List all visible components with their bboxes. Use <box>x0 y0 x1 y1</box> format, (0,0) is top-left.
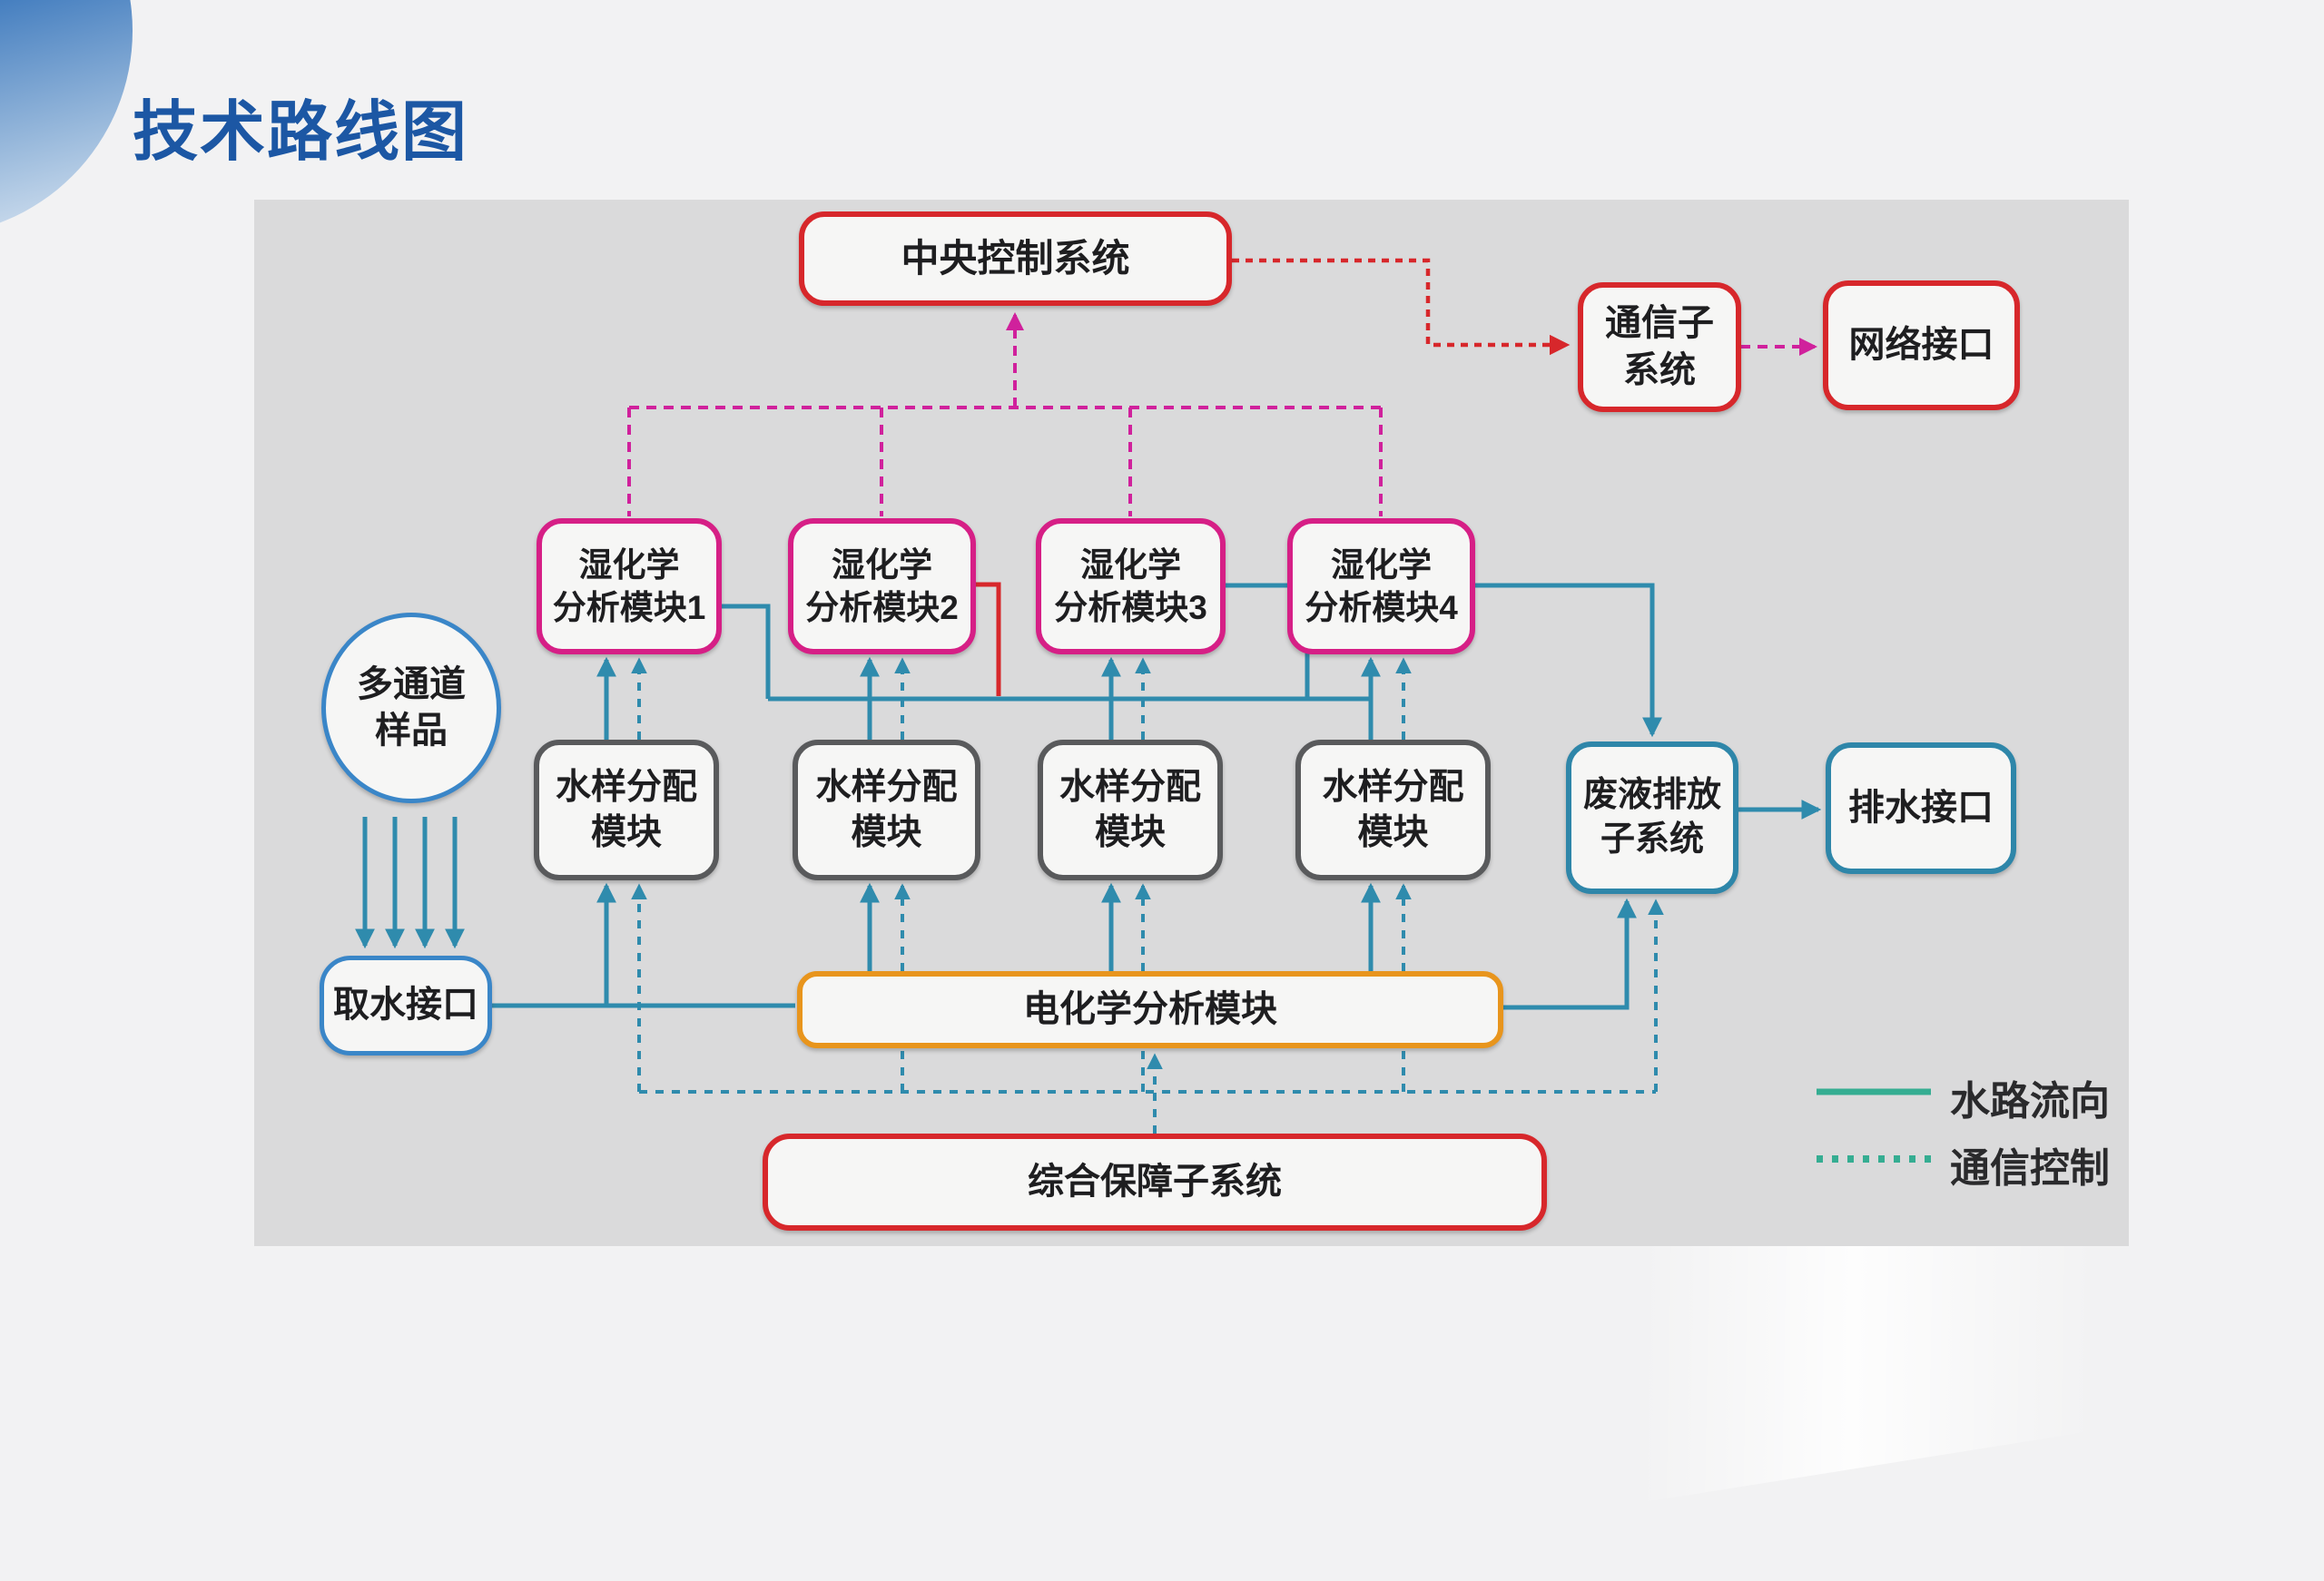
node-label-line1: 水样分配 <box>555 767 697 807</box>
node-label-line1: 水样分配 <box>1322 767 1464 807</box>
node-label-line2: 分析模块1 <box>552 589 706 626</box>
diagram-panel <box>254 200 2129 1246</box>
node-central-control-system: 中央控制系统 <box>799 211 1232 306</box>
node-label-line2: 分析模块2 <box>805 589 959 626</box>
node-label-line2: 分析模块3 <box>1054 589 1207 626</box>
node-sample-distribution-module-2: 水样分配 模块 <box>793 740 980 880</box>
node-wet-chemistry-module-1: 湿化学 分析模块1 <box>537 518 722 654</box>
node-label-line1: 湿化学 <box>578 545 680 584</box>
legend-label-comm-control: 通信控制 <box>1950 1146 2110 1191</box>
node-label-line2: 模块 <box>590 812 662 852</box>
node-label-line2: 系统 <box>1623 349 1696 390</box>
node-label: 排水接口 <box>1848 787 1994 828</box>
node-waste-discharge-subsystem: 废液排放 子系统 <box>1566 741 1738 894</box>
node-label-line1: 湿化学 <box>1331 545 1432 584</box>
node-label-line2: 样品 <box>375 711 448 751</box>
node-label-line1: 水样分配 <box>1059 767 1201 807</box>
node-label-line2: 分析模块4 <box>1305 589 1458 626</box>
node-communication-subsystem: 通信子 系统 <box>1578 282 1741 412</box>
corner-decoration-circle <box>0 0 133 236</box>
node-sample-distribution-module-1: 水样分配 模块 <box>534 740 719 880</box>
node-label: 取水接口 <box>333 985 478 1026</box>
node-label-line1: 湿化学 <box>832 545 932 584</box>
node-drain-interface: 排水接口 <box>1826 742 2016 874</box>
node-label-line2: 模块 <box>1357 812 1429 852</box>
node-sample-distribution-module-3: 水样分配 模块 <box>1038 740 1223 880</box>
node-label-line1: 湿化学 <box>1080 545 1181 584</box>
node-wet-chemistry-module-2: 湿化学 分析模块2 <box>788 518 976 654</box>
node-multichannel-sample: 多通道 样品 <box>321 613 501 803</box>
node-integrated-support-subsystem: 综合保障子系统 <box>763 1134 1547 1231</box>
node-label: 综合保障子系统 <box>1028 1161 1282 1202</box>
node-label-line1: 多通道 <box>357 663 466 704</box>
node-water-intake-interface: 取水接口 <box>320 956 492 1056</box>
node-label-line1: 通信子 <box>1605 303 1714 344</box>
node-wet-chemistry-module-4: 湿化学 分析模块4 <box>1287 518 1475 654</box>
node-label-line2: 子系统 <box>1600 820 1704 859</box>
legend-label-water-flow: 水路流向 <box>1950 1079 2110 1124</box>
node-label-line1: 水样分配 <box>815 767 958 807</box>
node-label: 网络接口 <box>1848 324 1994 365</box>
node-label: 电化学分析模块 <box>1023 988 1277 1029</box>
node-label-line2: 模块 <box>1094 812 1166 852</box>
node-label-line2: 模块 <box>851 812 922 852</box>
node-wet-chemistry-module-3: 湿化学 分析模块3 <box>1036 518 1226 654</box>
page-title: 技术路线图 <box>133 96 469 169</box>
node-network-interface: 网络接口 <box>1823 280 2020 410</box>
node-label: 中央控制系统 <box>901 237 1130 280</box>
node-label-line1: 废液排放 <box>1582 776 1721 815</box>
node-electrochemical-analysis-module: 电化学分析模块 <box>797 971 1503 1048</box>
node-sample-distribution-module-4: 水样分配 模块 <box>1295 740 1491 880</box>
